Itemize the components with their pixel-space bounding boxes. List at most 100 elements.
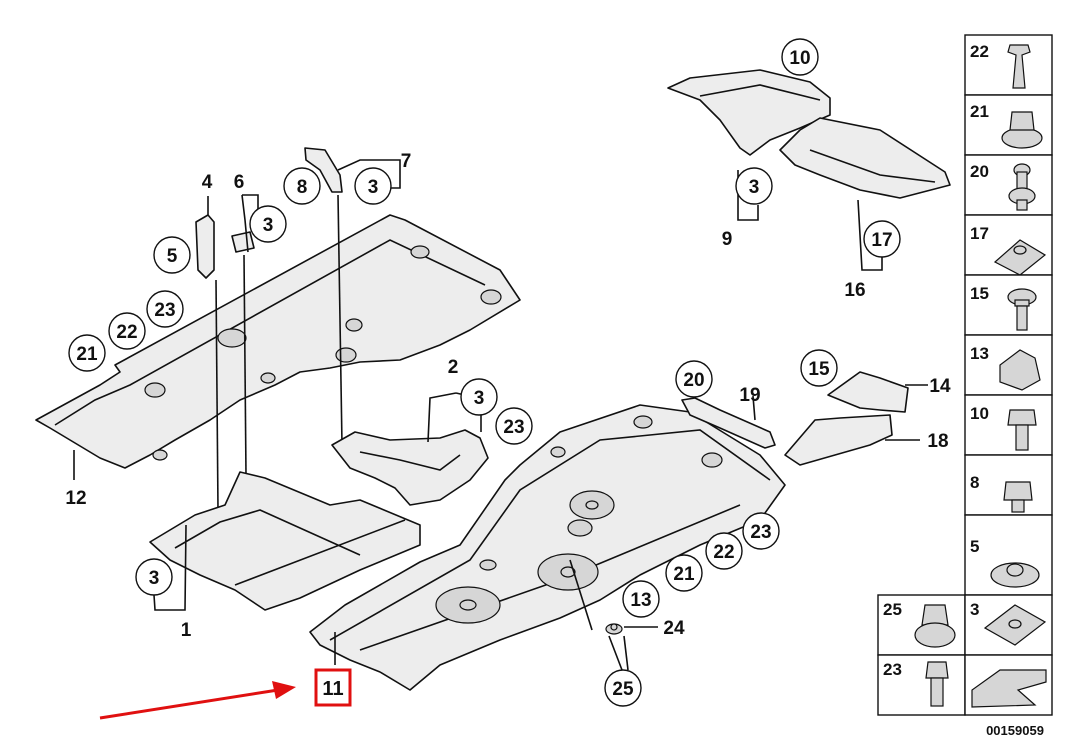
legend-cell-25: 25 <box>877 594 966 656</box>
callout-3: 3 <box>354 167 392 205</box>
callout-10: 10 <box>781 38 819 76</box>
svg-text:13: 13 <box>630 590 651 611</box>
legend-cell-3: 3 <box>964 594 1053 656</box>
svg-text:3: 3 <box>149 568 160 589</box>
svg-text:3: 3 <box>474 388 485 409</box>
callout-22: 22 <box>705 532 743 570</box>
svg-text:21: 21 <box>673 564 695 585</box>
svg-text:10: 10 <box>970 404 989 423</box>
legend-cell-20: 20 <box>964 154 1053 216</box>
svg-text:22: 22 <box>970 42 989 61</box>
svg-text:22: 22 <box>713 542 734 563</box>
strut-19 <box>681 397 776 449</box>
label-6: 6 <box>234 172 245 193</box>
svg-text:20: 20 <box>970 162 989 181</box>
callout-3: 3 <box>735 167 773 205</box>
legend-cell-arrow <box>964 654 1053 716</box>
underbody-panel-1 <box>149 471 421 611</box>
legend-cell-21: 21 <box>964 94 1053 156</box>
svg-text:8: 8 <box>297 177 308 198</box>
highlight-part-11: 11 <box>314 668 352 707</box>
label-7: 7 <box>401 151 412 172</box>
svg-text:3: 3 <box>749 177 760 198</box>
callout-21: 21 <box>68 334 106 372</box>
speed-nut-icon <box>983 604 1047 646</box>
bracket-part-2 <box>331 429 489 506</box>
svg-text:5: 5 <box>167 246 178 267</box>
label-4: 4 <box>202 172 213 193</box>
svg-text:3: 3 <box>368 177 379 198</box>
svg-text:20: 20 <box>683 370 704 391</box>
callout-15: 15 <box>800 349 838 387</box>
callout-3: 3 <box>460 378 498 416</box>
callout-5: 5 <box>153 236 191 274</box>
wheel-arch-panel-9 <box>667 69 831 156</box>
callout-3: 3 <box>135 558 173 596</box>
hex-nut-collar-icon <box>1001 111 1043 149</box>
bracket-14 <box>827 371 909 413</box>
spring-nut-icon <box>993 239 1047 276</box>
diagram-code: 00159059 <box>986 723 1044 738</box>
legend-cell-15: 15 <box>964 274 1053 336</box>
red-arrow-icon <box>99 681 296 720</box>
svg-text:25: 25 <box>883 600 902 619</box>
bracket-8 <box>304 147 343 193</box>
legend-cell-13: 13 <box>964 334 1053 396</box>
svg-text:13: 13 <box>970 344 989 363</box>
expanding-rivet-icon <box>1008 163 1036 211</box>
svg-text:8: 8 <box>970 473 979 492</box>
callout-22: 22 <box>108 312 146 350</box>
callout-23: 23 <box>742 512 780 550</box>
legend-cell-22: 22 <box>964 34 1053 96</box>
callout-23: 23 <box>146 290 184 328</box>
callout-25: 25 <box>604 669 642 707</box>
legend-cell-10: 10 <box>964 394 1053 456</box>
callout-17: 17 <box>863 220 901 258</box>
hex-nut-icon <box>914 604 956 648</box>
callout-20: 20 <box>675 360 713 398</box>
label-14: 14 <box>929 376 951 397</box>
plastic-clip-icon <box>999 349 1041 391</box>
push-clip-icon <box>1007 44 1031 89</box>
clip-24-icon <box>605 623 623 635</box>
label-18: 18 <box>927 431 948 452</box>
underbody-panel-11 <box>309 404 786 691</box>
svg-text:25: 25 <box>612 679 634 700</box>
svg-text:23: 23 <box>883 660 902 679</box>
legend-cell-23: 23 <box>877 654 966 716</box>
parts-legend-panel: 22 21 20 17 15 13 10 <box>877 34 1053 738</box>
svg-text:23: 23 <box>750 522 771 543</box>
bracket-6 <box>231 231 255 253</box>
legend-cell-8: 8 <box>964 454 1053 516</box>
callout-13: 13 <box>622 580 660 618</box>
underbody-panel-12 <box>35 214 521 469</box>
svg-text:10: 10 <box>789 48 810 69</box>
callout-23: 23 <box>495 407 533 445</box>
callout-3: 3 <box>249 205 287 243</box>
label-16: 16 <box>844 280 865 301</box>
svg-text:21: 21 <box>970 102 989 121</box>
svg-text:3: 3 <box>970 600 979 619</box>
svg-text:21: 21 <box>76 344 98 365</box>
svg-text:22: 22 <box>116 322 137 343</box>
washer-nut-icon <box>990 562 1040 588</box>
label-19: 19 <box>739 385 760 406</box>
direction-arrow-icon <box>971 669 1047 708</box>
bracket-4 <box>195 196 215 279</box>
bracket-18 <box>784 414 893 466</box>
svg-text:15: 15 <box>970 284 989 303</box>
svg-text:11: 11 <box>322 678 343 700</box>
svg-text:17: 17 <box>970 224 989 243</box>
label-12: 12 <box>65 488 86 509</box>
svg-text:15: 15 <box>808 359 830 380</box>
label-24: 24 <box>663 618 685 639</box>
svg-text:5: 5 <box>970 537 979 556</box>
svg-text:3: 3 <box>263 215 274 236</box>
underbody-panel-16 <box>779 117 951 199</box>
label-1: 1 <box>181 620 192 641</box>
hex-bolt-icon <box>1007 409 1037 451</box>
svg-text:23: 23 <box>503 417 524 438</box>
label-9: 9 <box>722 229 733 250</box>
label-2: 2 <box>448 357 459 378</box>
tapping-screw-icon <box>925 661 949 707</box>
